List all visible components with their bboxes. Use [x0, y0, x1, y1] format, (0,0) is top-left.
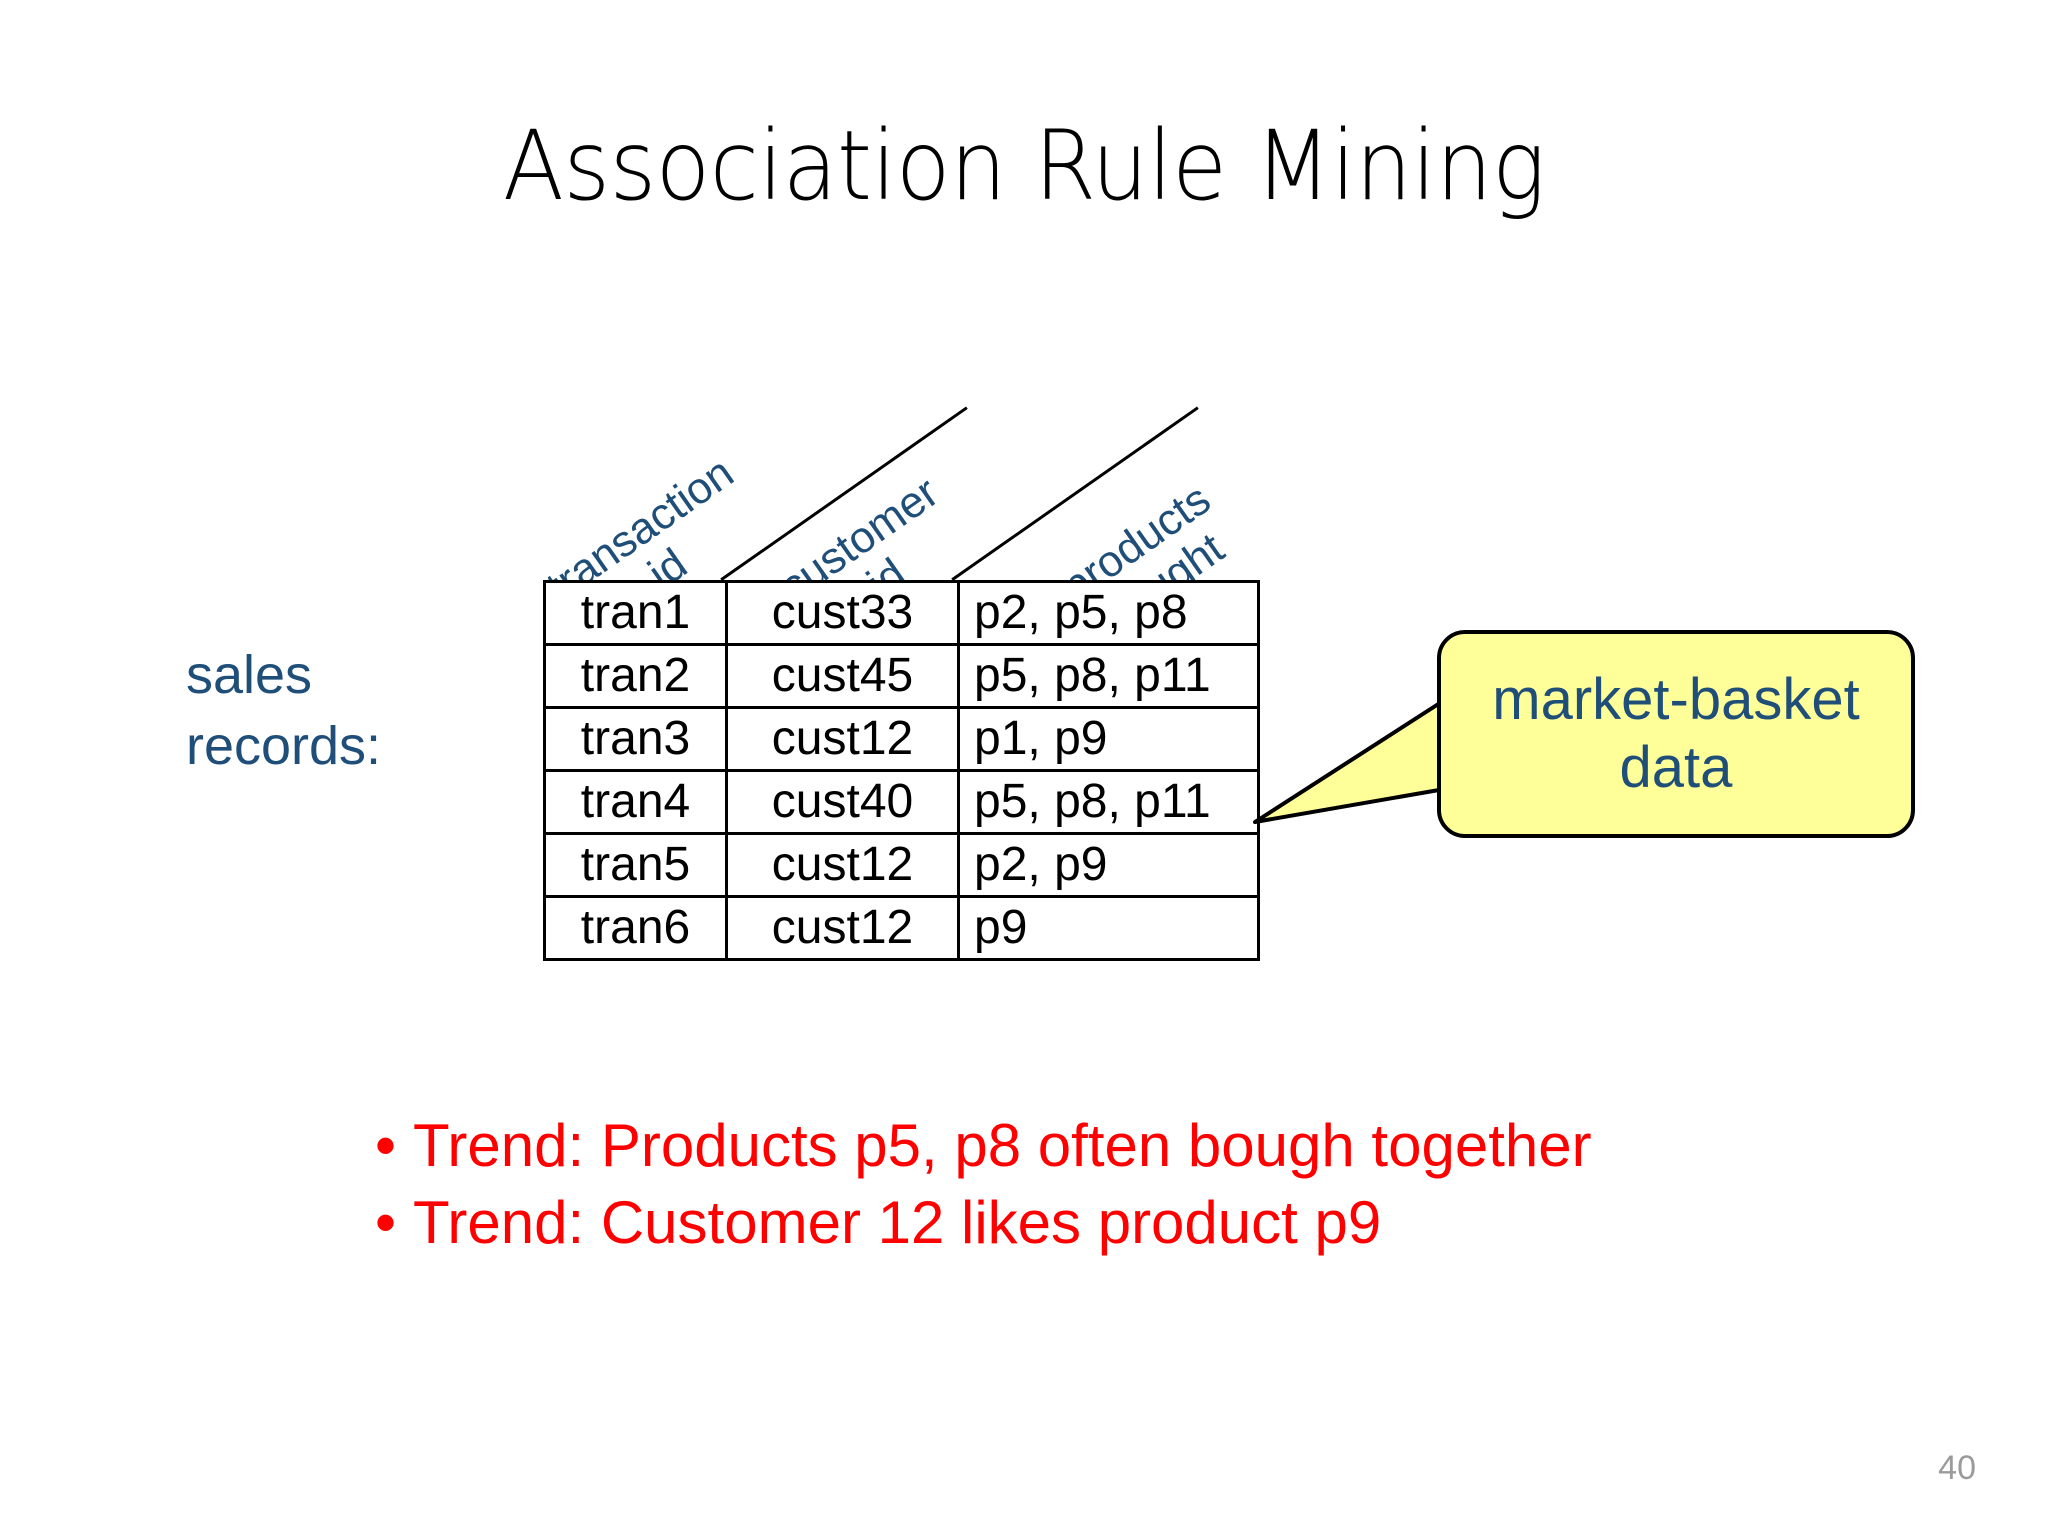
cell-customer-id: cust33 [725, 580, 960, 646]
trend-text: Trend: Customer 12 likes product p9 [413, 1188, 1382, 1256]
table-row: tran6 cust12 p9 [543, 895, 1260, 961]
table-row: tran3 cust12 p1, p9 [543, 706, 1260, 772]
cell-transaction-id: tran1 [543, 580, 728, 646]
callout-text: market-basket data [1492, 666, 1859, 803]
market-basket-callout: market-basket data [1253, 630, 1975, 860]
cell-customer-id: cust12 [725, 706, 960, 772]
trend-bullet-list: •Trend: Products p5, p8 often bough toge… [375, 1108, 1592, 1262]
cell-transaction-id: tran4 [543, 769, 728, 835]
bullet-icon: • [375, 1188, 397, 1256]
cell-customer-id: cust45 [725, 643, 960, 709]
callout-bubble-body: market-basket data [1437, 630, 1915, 838]
cell-products-bought: p2, p5, p8 [957, 580, 1260, 646]
cell-customer-id: cust40 [725, 769, 960, 835]
cell-transaction-id: tran3 [543, 706, 728, 772]
page-title: Association Rule Mining [502, 110, 1546, 222]
table-row: tran5 cust12 p2, p9 [543, 832, 1260, 898]
sales-records-table: tran1 cust33 p2, p5, p8 tran2 cust45 p5,… [543, 580, 1260, 961]
cell-products-bought: p5, p8, p11 [957, 643, 1260, 709]
table-row: tran1 cust33 p2, p5, p8 [543, 580, 1260, 646]
cell-transaction-id: tran5 [543, 832, 728, 898]
callout-line-1: market-basket [1492, 666, 1860, 732]
page-number: 40 [1938, 1449, 1976, 1487]
table-row: tran2 cust45 p5, p8, p11 [543, 643, 1260, 709]
cell-transaction-id: tran2 [543, 643, 728, 709]
cell-customer-id: cust12 [725, 832, 960, 898]
bullet-icon: • [375, 1112, 397, 1179]
list-item: •Trend: Products p5, p8 often bough toge… [375, 1108, 1592, 1185]
list-item: •Trend: Customer 12 likes product p9 [375, 1185, 1592, 1262]
cell-customer-id: cust12 [725, 895, 960, 961]
cell-transaction-id: tran6 [543, 895, 728, 961]
sales-records-line-2: records: [186, 716, 382, 777]
cell-products-bought: p5, p8, p11 [957, 769, 1260, 835]
sales-records-label: sales records: [186, 640, 381, 783]
table-body: tran1 cust33 p2, p5, p8 tran2 cust45 p5,… [543, 580, 1260, 961]
table-row: tran4 cust40 p5, p8, p11 [543, 769, 1260, 835]
cell-products-bought: p1, p9 [957, 706, 1260, 772]
cell-products-bought: p2, p9 [957, 832, 1260, 898]
callout-line-2: data [1619, 735, 1733, 800]
trend-text: Trend: Products p5, p8 often bough toget… [413, 1112, 1592, 1179]
sales-records-line-1: sales [186, 645, 313, 705]
cell-products-bought: p9 [957, 895, 1260, 961]
